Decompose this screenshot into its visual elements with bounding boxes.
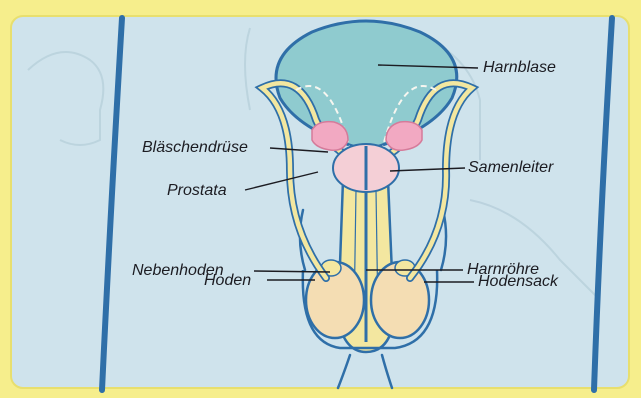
label-harnblase: Harnblase [483, 59, 556, 77]
label-prostata: Prostata [167, 182, 227, 200]
label-hodensack: Hodensack [478, 273, 558, 291]
label-samenleiter: Samenleiter [468, 159, 553, 177]
label-blaeschendruese: Bläschendrüse [142, 139, 248, 157]
label-hoden: Hoden [204, 272, 251, 290]
